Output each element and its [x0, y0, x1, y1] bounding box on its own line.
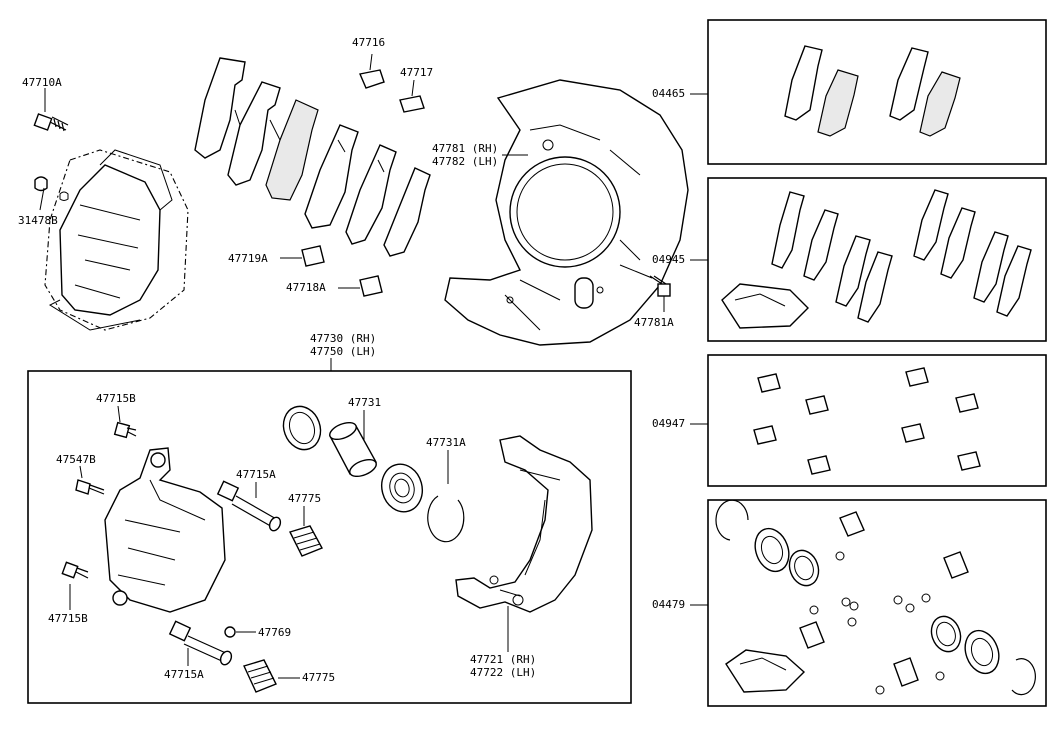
- bolt-47715B-top: [113, 421, 137, 439]
- seal-ring-large: [282, 405, 322, 451]
- kit-04947-clips: [753, 367, 981, 475]
- leader-47715B-top: [117, 405, 121, 423]
- leader-47547B: [79, 465, 83, 479]
- clip-47716: [359, 53, 385, 89]
- caliper-housing-outline: [44, 149, 189, 331]
- label-47722lh: 47722 (LH): [470, 666, 536, 679]
- label-47547B: 47547B: [56, 453, 96, 466]
- kit-04465-pads: [784, 45, 961, 137]
- guide-pin-47715A-bottom: [168, 620, 233, 666]
- mounting-bracket: [455, 435, 593, 613]
- brake-pads-group: [194, 57, 431, 257]
- leader-47781A-to-shield: [619, 264, 653, 279]
- bleeder-47547B: [75, 479, 105, 495]
- label-47781rh: 47781 (RH): [432, 142, 498, 155]
- snap-ring-47731A: [427, 495, 465, 543]
- label-47718A: 47718A: [286, 281, 326, 294]
- label-47769: 47769: [258, 626, 291, 639]
- label-47715B-top: 47715B: [96, 392, 136, 405]
- label-47717: 47717: [400, 66, 433, 79]
- kit-04479-seals: [715, 499, 1036, 696]
- kit-04479-box: [707, 499, 1047, 707]
- guide-pin-47715A-top: [216, 480, 282, 532]
- kit-04945-pads: [721, 189, 1032, 329]
- label-47715A-bottom: 47715A: [164, 668, 204, 681]
- cap-31478B: [34, 176, 69, 211]
- label-47716: 47716: [352, 36, 385, 49]
- boot-47775-bottom: [243, 659, 277, 693]
- clip-47719A: [280, 245, 325, 267]
- label-47731A: 47731A: [426, 436, 466, 449]
- kit-label-04479: 04479: [652, 598, 685, 611]
- bolt-47710A: [33, 113, 69, 132]
- label-47731: 47731: [348, 396, 381, 409]
- caliper-assembly-box: [27, 370, 632, 704]
- piston-boot: [381, 463, 423, 513]
- bolt-47715B-bottom: [61, 561, 89, 579]
- label-47750lh: 47750 (LH): [310, 345, 376, 358]
- label-47781A: 47781A: [634, 316, 674, 329]
- label-47730rh: 47730 (RH): [310, 332, 376, 345]
- label-47721rh: 47721 (RH): [470, 653, 536, 666]
- label-47775-bottom: 47775: [302, 671, 335, 684]
- label-47782lh: 47782 (LH): [432, 155, 498, 168]
- clip-47718A: [338, 275, 383, 297]
- clip-47717: [399, 79, 425, 113]
- label-47719A: 47719A: [228, 252, 268, 265]
- kit-label-04465: 04465: [652, 87, 685, 100]
- dust-shield: [444, 79, 689, 346]
- kit-04947-box: [707, 354, 1047, 487]
- caliper-body: [104, 447, 226, 613]
- label-47715B-bottom: 47715B: [48, 612, 88, 625]
- piston-47731: [329, 421, 377, 478]
- kit-label-04947: 04947: [652, 417, 685, 430]
- boot-47775-top: [289, 525, 323, 557]
- label-47710A: 47710A: [22, 76, 62, 89]
- cap-47769: [224, 626, 236, 638]
- kit-label-04945: 04945: [652, 253, 685, 266]
- label-31478B: 31478B: [18, 214, 58, 227]
- kit-04465-box: [707, 19, 1047, 165]
- label-47715A-top: 47715A: [236, 468, 276, 481]
- bolt-47781A: [649, 275, 671, 312]
- label-47775-top: 47775: [288, 492, 321, 505]
